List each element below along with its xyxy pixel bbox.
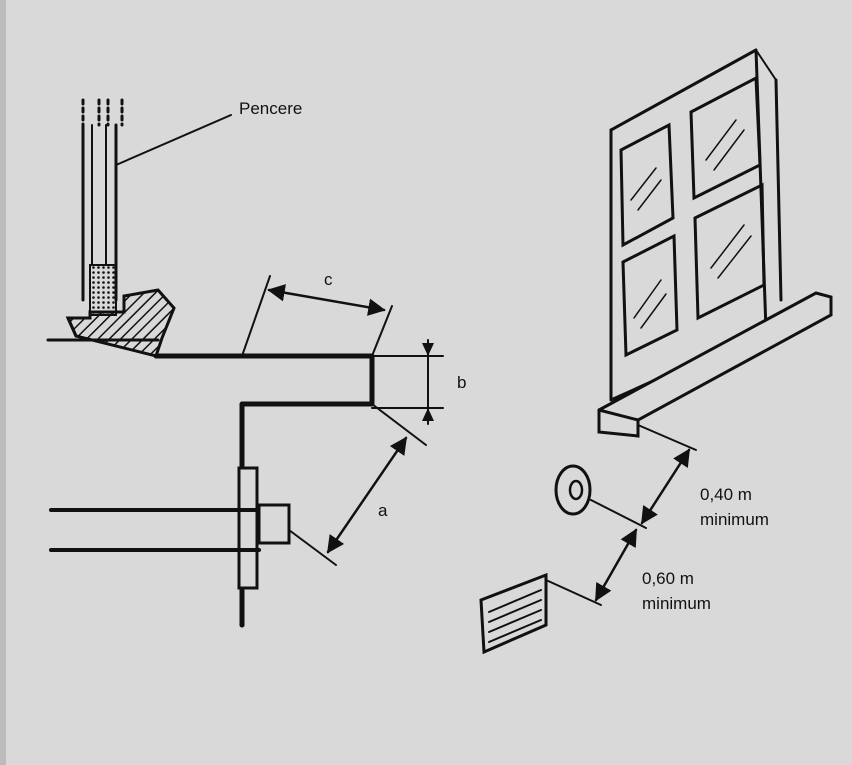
dimension-c [241,275,393,357]
distance-1-note: minimum [700,510,769,529]
vent-grille [479,572,548,655]
window-label: Pencere [239,99,302,118]
flue-terminal-section [49,353,375,628]
window-isometric [597,48,833,438]
dimension-a [288,403,427,566]
flue-clearance-diagram: Pencere c b a [46,48,833,655]
dimension-040 [590,424,697,529]
flue-terminal-isometric [554,464,592,516]
window-section [46,98,176,358]
dimension-b-label: b [457,373,466,392]
distance-1-value: 0,40 m [700,485,752,504]
dimension-060 [545,528,638,606]
dimension-a-label: a [378,501,388,520]
window-leader-line [115,114,232,166]
dimension-c-label: c [324,270,333,289]
distance-2-value: 0,60 m [642,569,694,588]
distance-2-note: minimum [642,594,711,613]
dimension-b [371,339,444,425]
